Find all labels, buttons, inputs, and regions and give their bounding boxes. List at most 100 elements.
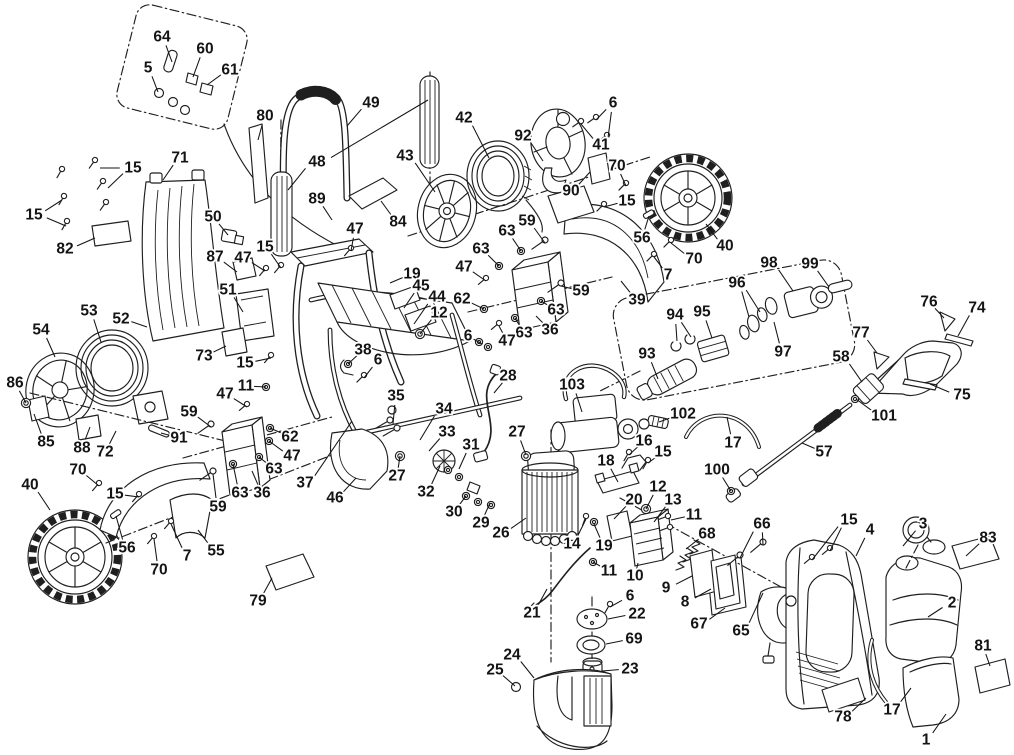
bracket-16: [621, 454, 647, 471]
part-number-label: 32: [417, 484, 434, 501]
part-callout-96: 96: [727, 273, 761, 318]
part-callout-27: 27: [507, 422, 527, 456]
part-callout-83: 83: [965, 528, 999, 557]
part-callout-10: 10: [625, 562, 645, 586]
part-number-label: 88: [73, 440, 91, 457]
leader-line: [257, 124, 263, 141]
part-number-label: 5: [144, 60, 153, 77]
leader-line: [84, 426, 91, 440]
part-callout-36: 36: [251, 470, 273, 503]
part-callout-98: 98: [759, 253, 794, 292]
part-callout-7: 7: [170, 523, 193, 566]
leader-line: [851, 697, 867, 712]
plate-22: [576, 608, 608, 630]
part-callout-47: 47: [345, 219, 365, 252]
part-callout-95: 95: [692, 302, 713, 339]
part-callout-54: 54: [31, 320, 56, 358]
part-number-label: 15: [25, 207, 43, 224]
part-callout-56: 56: [115, 515, 138, 558]
leader-line: [487, 254, 500, 267]
part-number-label: 1: [922, 732, 931, 749]
leader-line: [255, 357, 272, 362]
leader-line: [675, 575, 693, 585]
nozzle-detail-box: [597, 259, 856, 401]
part-callout-101: 101: [855, 398, 899, 426]
label-sheet-84: [348, 177, 398, 210]
part-number-label: 82: [56, 241, 73, 258]
coupler-95: [696, 334, 730, 363]
part-number-label: 23: [621, 661, 639, 678]
part-number-label: 25: [486, 662, 504, 679]
part-number-label: 79: [249, 593, 267, 610]
part-number-label: 59: [518, 213, 536, 230]
part-number-label: 12: [649, 479, 666, 496]
part-callout-47: 47: [233, 248, 266, 272]
clip-94b: [684, 334, 696, 345]
part-callout-55: 55: [197, 529, 227, 561]
leader-line: [645, 494, 654, 510]
part-callout-75: 75: [929, 383, 973, 405]
leader-line: [512, 238, 522, 252]
part-number-label: 55: [207, 543, 225, 560]
power-cable-28: [473, 363, 502, 463]
part-callout-7: 7: [653, 256, 674, 285]
washers-96-97: [739, 297, 778, 340]
part-number-label: 70: [685, 251, 702, 268]
part-number-label: 26: [492, 525, 510, 542]
bracket-51: [235, 288, 275, 342]
part-number-label: 76: [920, 294, 938, 311]
leader-line: [653, 506, 666, 523]
leader-line: [350, 237, 354, 252]
fitting-102: [647, 415, 669, 429]
leader-line: [212, 473, 217, 499]
part-number-label: 19: [595, 538, 613, 555]
reel-side-92: [530, 108, 586, 178]
leader-line: [653, 256, 663, 269]
part-number-label: 3: [919, 516, 928, 533]
leader-line: [498, 325, 505, 336]
leader-line: [580, 123, 594, 139]
part-callout-50: 50: [203, 207, 229, 236]
part-number-label: 98: [760, 255, 778, 272]
leader-line: [829, 527, 842, 552]
wedge-77: [873, 351, 890, 370]
leader-line: [520, 440, 527, 456]
part-callout-29: 29: [471, 502, 492, 533]
spray-gun: [852, 311, 974, 405]
wedge-76: [939, 311, 956, 332]
part-callout-91: 91: [160, 428, 190, 448]
leader-line: [153, 538, 158, 562]
part-callout-39: 39: [620, 280, 648, 310]
part-number-label: 63: [472, 241, 490, 258]
part-number-label: 6: [374, 352, 383, 369]
part-number-label: 18: [597, 453, 615, 470]
part-callout-18: 18: [596, 451, 619, 483]
part-number-label: 33: [438, 424, 456, 441]
leader-line: [610, 468, 619, 483]
part-callout-11: 11: [670, 505, 704, 525]
part-callout-20: 20: [613, 490, 644, 520]
part-number-label: 87: [206, 249, 223, 266]
part-number-label: 47: [234, 250, 251, 267]
part-callout-70: 70: [607, 156, 627, 187]
part-callout-59: 59: [179, 402, 212, 428]
part-callout-43: 43: [395, 146, 436, 193]
part-callout-81: 81: [973, 636, 994, 667]
part-number-label: 94: [666, 307, 684, 324]
part-callout-21: 21: [522, 588, 548, 623]
leader-line: [593, 523, 601, 539]
part-callout-31: 31: [458, 435, 482, 470]
plate-87: [232, 257, 257, 281]
leader-line: [675, 323, 678, 342]
pump-assembly-103: [550, 363, 650, 454]
leader-line: [397, 455, 401, 469]
part-number-label: 59: [572, 283, 590, 300]
part-number-label: 41: [592, 137, 610, 154]
leader-line: [458, 452, 467, 470]
plate-82: [91, 220, 132, 247]
part-callout-37: 37: [295, 420, 353, 493]
leader-line: [18, 390, 27, 404]
leader-line: [726, 416, 732, 435]
leader-line: [773, 321, 780, 344]
part-number-label: 44: [428, 289, 446, 306]
